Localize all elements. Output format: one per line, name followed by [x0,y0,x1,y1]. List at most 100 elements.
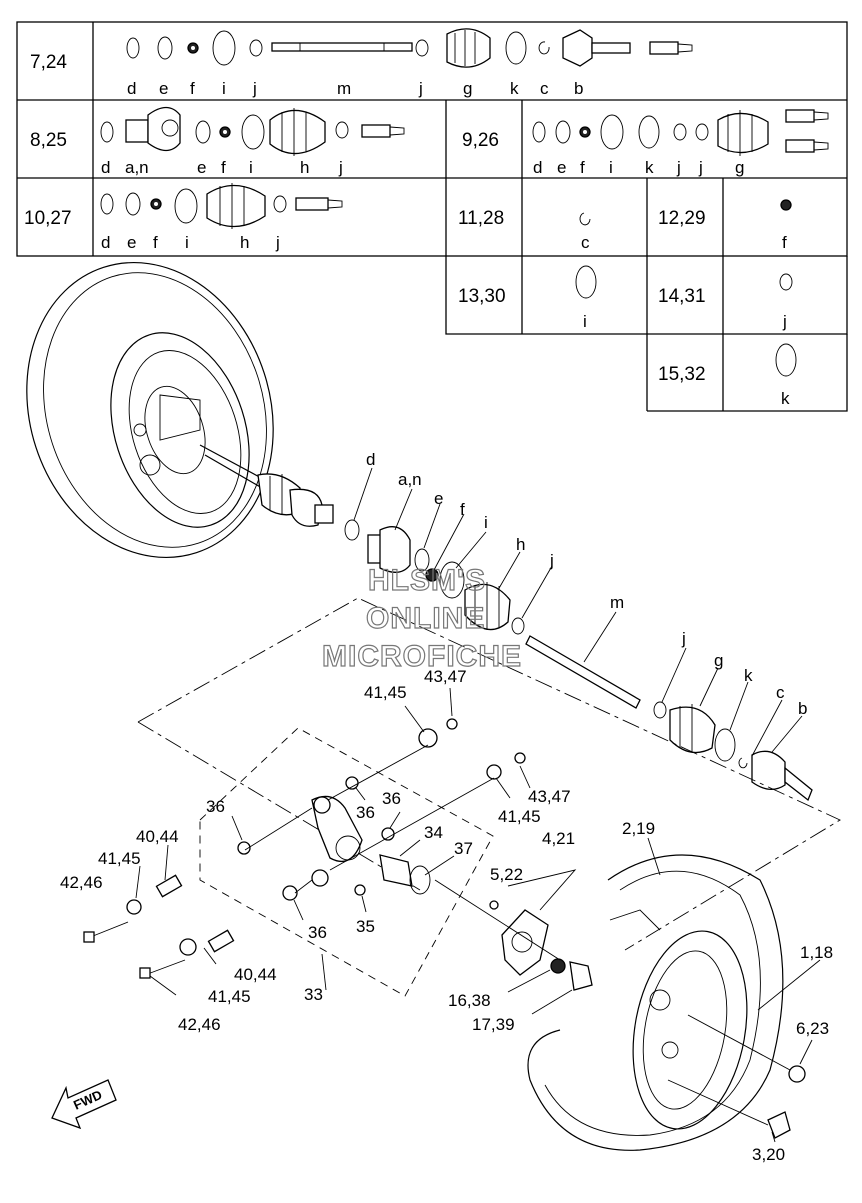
kit-8-25-part-label: f [221,158,226,177]
watermark-line-2: ONLINE [366,602,485,635]
kit-7-24-part-label: b [574,79,583,98]
kit-14-31-part-label: j [782,312,787,331]
kit-8-25-part-label: e [197,158,206,177]
exploded-cv-joint [344,519,813,802]
callout-40-44: 40,44 [234,965,277,984]
upper-wheel [26,262,274,558]
kit-8-25-parts [100,106,405,156]
callout-36: 36 [382,789,401,808]
callout-41-45: 41,45 [208,987,251,1006]
hub-assembly [434,879,593,991]
leader-lines [135,467,821,1143]
kit-15-32-part-label: k [781,389,790,408]
kit-9-26-part-label: k [645,158,654,177]
kit-10-27-part-label: d [101,233,110,252]
kit-9-26-part-label: f [580,158,585,177]
kit-10-27-part-label: h [240,233,249,252]
kit-label-7-24: 7,24 [30,52,67,73]
callout-b: b [798,699,807,718]
kit-label-12-29: 12,29 [658,208,706,229]
knuckle-assembly [83,718,526,979]
kit-label-14-31: 14,31 [658,286,706,307]
kit-8-25-part-label: i [249,158,253,177]
kit-7-24-part-label: f [190,79,195,98]
kit-7-24-part-label: c [540,79,549,98]
kit-label-10-27: 10,27 [24,208,72,229]
kit-8-25-part-label: j [338,158,343,177]
callout-36: 36 [308,923,327,942]
kit-11-28-part-icon [579,212,591,226]
kit-7-24-part-label: j [252,79,257,98]
callout-40-44: 40,44 [136,827,179,846]
callout-37: 37 [454,839,473,858]
kit-7-24-part-label: k [510,79,519,98]
callout-36: 36 [356,803,375,822]
callout-43-47: 43,47 [424,667,467,686]
callout-m: m [610,593,624,612]
callout-c: c [776,683,785,702]
kit-9-26-part-label: e [557,158,566,177]
callout-35: 35 [356,917,375,936]
kit-label-8-25: 8,25 [30,130,67,151]
kit-9-26-part-label: i [609,158,613,177]
callout-i: i [484,513,488,532]
kit-label-15-32: 15,32 [658,364,706,385]
callout-j: j [549,551,554,570]
kit-12-29-part-label: f [782,233,787,252]
fwd-arrow-icon: FWD [51,1079,117,1130]
kit-10-27-part-label: e [127,233,136,252]
callout-e: e [434,489,443,508]
callout-41-45: 41,45 [98,849,141,868]
kit-7-24-part-label: e [159,79,168,98]
kit-11-28-part-label: c [581,233,590,252]
kit-13-30-part-label: i [583,312,587,331]
callout-34: 34 [424,823,443,842]
kit-10-27-part-label: f [153,233,158,252]
callout-42-46: 42,46 [178,1015,221,1034]
callout-16-38: 16,38 [448,991,491,1010]
kit-10-27-part-label: j [275,233,280,252]
callout-43-47: 43,47 [528,787,571,806]
callout-g: g [714,651,723,670]
kit-9-26-part-label: j [698,158,703,177]
callout-2-19: 2,19 [622,819,655,838]
callout-k: k [744,666,753,685]
upper-drive-shaft [199,444,334,527]
watermark-line-3: MICROFICHE [322,640,522,673]
kit-8-25-part-label: d [101,158,110,177]
kit-8-25-part-label: h [300,158,309,177]
callout-41-45: 41,45 [364,683,407,702]
kit-15-32-part-icon [775,343,797,377]
kit-table: 7,24 8,25 9,26 10,27 11,28 12,29 13,30 1… [16,21,848,412]
watermark-line-1: HLSM'S [368,564,486,597]
kit-label-13-30: 13,30 [458,286,506,307]
kit-9-26-part-label: g [735,158,744,177]
callout-4-21: 4,21 [542,829,575,848]
kit-10-27-parts [100,183,343,229]
lower-wheel [527,854,806,1151]
kit-7-24-part-label: j [418,79,423,98]
kit-9-26-part-label: d [533,158,542,177]
kit-9-26-parts [532,109,829,156]
callout-36: 36 [206,797,225,816]
callout-h: h [516,535,525,554]
callout-41-45: 41,45 [498,807,541,826]
callout-5-22: 5,22 [490,865,523,884]
kit-13-30-part-icon [575,265,597,299]
kit-7-24-parts [126,28,693,68]
callout-42-46: 42,46 [60,873,103,892]
callout-3-20: 3,20 [752,1145,785,1164]
kit-8-25-part-label: a,n [125,158,149,177]
kit-7-24-part-label: d [127,79,136,98]
kit-7-24-part-label: i [222,79,226,98]
callout-f: f [460,500,465,519]
watermark: HLSM'S ONLINE MICROFICHE [321,563,522,673]
callout-labels: d a,n e f i h j m j g k c b 41,45 43,47 … [60,450,833,1164]
kit-14-31-part-icon [779,273,793,291]
kit-label-11-28: 11,28 [458,208,504,229]
kit-label-9-26: 9,26 [462,130,499,151]
callout-j2: j [681,629,686,648]
callout-a-n: a,n [398,470,422,489]
assembly-frame [137,597,841,997]
